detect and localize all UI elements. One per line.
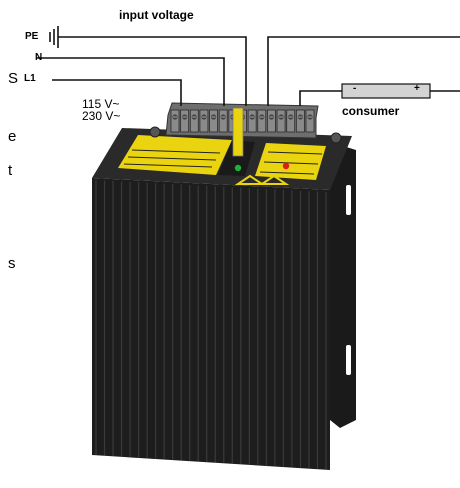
label-center-strip xyxy=(218,140,255,176)
input-voltage-label: input voltage xyxy=(119,8,194,22)
led-indicator-icon xyxy=(282,162,290,170)
yellow-label-left xyxy=(118,135,232,175)
earth-ground-icon xyxy=(49,26,59,48)
consumer-load xyxy=(341,83,431,99)
terminal-screw-icon xyxy=(189,109,199,133)
yellow-label-right xyxy=(255,143,326,180)
front-label-area xyxy=(118,126,342,186)
fuse-tag xyxy=(232,107,244,157)
pe-label: PE xyxy=(25,31,39,42)
side-text-fragment: S xyxy=(8,70,19,87)
heatsink-fins xyxy=(95,180,327,469)
side-text-fragment: t xyxy=(8,162,13,179)
terminal-screw-icon xyxy=(180,109,190,133)
heatsink-face xyxy=(92,178,330,470)
bracket-slot-bottom xyxy=(346,345,351,375)
n-label: N xyxy=(35,52,43,63)
heatsink xyxy=(92,128,356,470)
consumer-label: consumer xyxy=(342,104,400,118)
terminal-screw-icon xyxy=(170,109,180,133)
wire-l1 xyxy=(52,79,182,106)
side-text-fragment: e xyxy=(8,128,17,145)
terminal-screw-icon xyxy=(209,109,218,133)
voltage-115-label: 115 V~ xyxy=(82,97,120,111)
terminal-screw-icon xyxy=(286,109,296,133)
wire-output-minus xyxy=(299,90,342,106)
terminal-screw-icon xyxy=(305,109,315,133)
consumer-box xyxy=(341,83,431,99)
terminal-screw-icon xyxy=(257,109,267,133)
bracket-slot-top xyxy=(346,185,351,215)
wire-output-plus xyxy=(267,36,460,106)
led-indicator-icon xyxy=(234,164,242,172)
wiring xyxy=(36,36,460,106)
terminal-screw-icon xyxy=(218,109,228,133)
terminal-screw-icon xyxy=(199,109,209,133)
mounting-screw xyxy=(149,126,161,138)
mounting-bracket xyxy=(330,142,356,428)
label-print-lines xyxy=(123,149,323,175)
side-text-fragment: s xyxy=(8,255,16,272)
wire-pe xyxy=(58,36,247,106)
terminal-screw-icon xyxy=(295,109,305,133)
terminal-screw-icon xyxy=(276,109,286,133)
mounting-screw xyxy=(330,132,342,144)
terminal-block xyxy=(165,102,319,157)
brand-logo xyxy=(234,174,290,186)
consumer-minus-label: - xyxy=(353,83,357,94)
terminal-screw-icon xyxy=(247,109,257,133)
consumer-plus-label: + xyxy=(414,83,420,94)
voltage-230-label: 230 V~ xyxy=(82,109,121,123)
wire-n xyxy=(36,57,225,106)
l1-label: L1 xyxy=(24,73,36,84)
terminal-screw-icon xyxy=(267,109,276,133)
